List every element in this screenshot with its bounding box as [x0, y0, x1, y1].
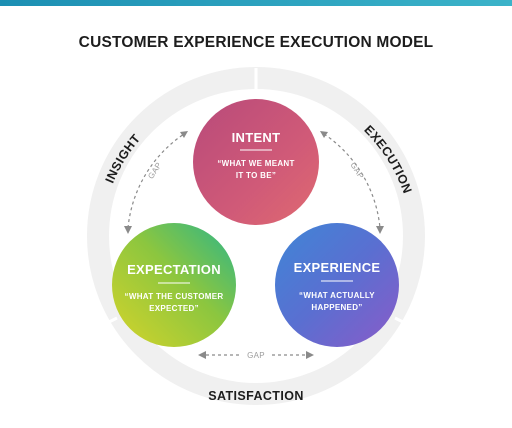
gap-arrowhead-left-top	[180, 131, 188, 138]
gap-label-bottom-bg	[240, 348, 272, 361]
experience-quote-line1: “WHAT ACTUALLY	[299, 291, 375, 300]
intent-quote-line1: “WHAT WE MEANT	[217, 159, 294, 168]
experience-circle: EXPERIENCE “WHAT ACTUALLY HAPPENED”	[275, 223, 399, 347]
expectation-quote-line2: EXPECTED”	[149, 304, 199, 313]
gap-arrowhead-bottom-left	[198, 351, 206, 359]
experience-quote-line2: HAPPENED”	[311, 303, 362, 312]
gap-arrow-left	[127, 133, 185, 229]
gap-arrowhead-right-bottom	[376, 226, 384, 234]
gap-arrowhead-bottom-right	[306, 351, 314, 359]
intent-title: INTENT	[232, 130, 281, 145]
gap-arrow-right	[323, 133, 381, 229]
ring-divider-right	[394, 316, 416, 330]
gap-label-bottom: GAP	[247, 351, 265, 360]
gap-arrowhead-right-top	[320, 131, 328, 138]
page-title: CUSTOMER EXPERIENCE EXECUTION MODEL	[78, 34, 434, 51]
experience-title: EXPERIENCE	[294, 260, 381, 275]
ring-label-satisfaction: SATISFACTION	[208, 389, 304, 403]
intent-quote-line2: IT TO BE”	[236, 171, 276, 180]
gap-arrowhead-left-bottom	[124, 226, 132, 234]
intent-circle: INTENT “WHAT WE MEANT IT TO BE”	[193, 99, 319, 225]
gap-label-left: GAP	[146, 161, 163, 181]
expectation-quote-line1: “WHAT THE CUSTOMER	[125, 292, 224, 301]
expectation-circle: EXPECTATION “WHAT THE CUSTOMER EXPECTED”	[112, 223, 236, 347]
ring-divider-left	[96, 316, 118, 330]
gap-label-right: GAP	[348, 161, 365, 181]
expectation-title: EXPECTATION	[127, 262, 221, 277]
top-accent-bar	[0, 0, 512, 6]
